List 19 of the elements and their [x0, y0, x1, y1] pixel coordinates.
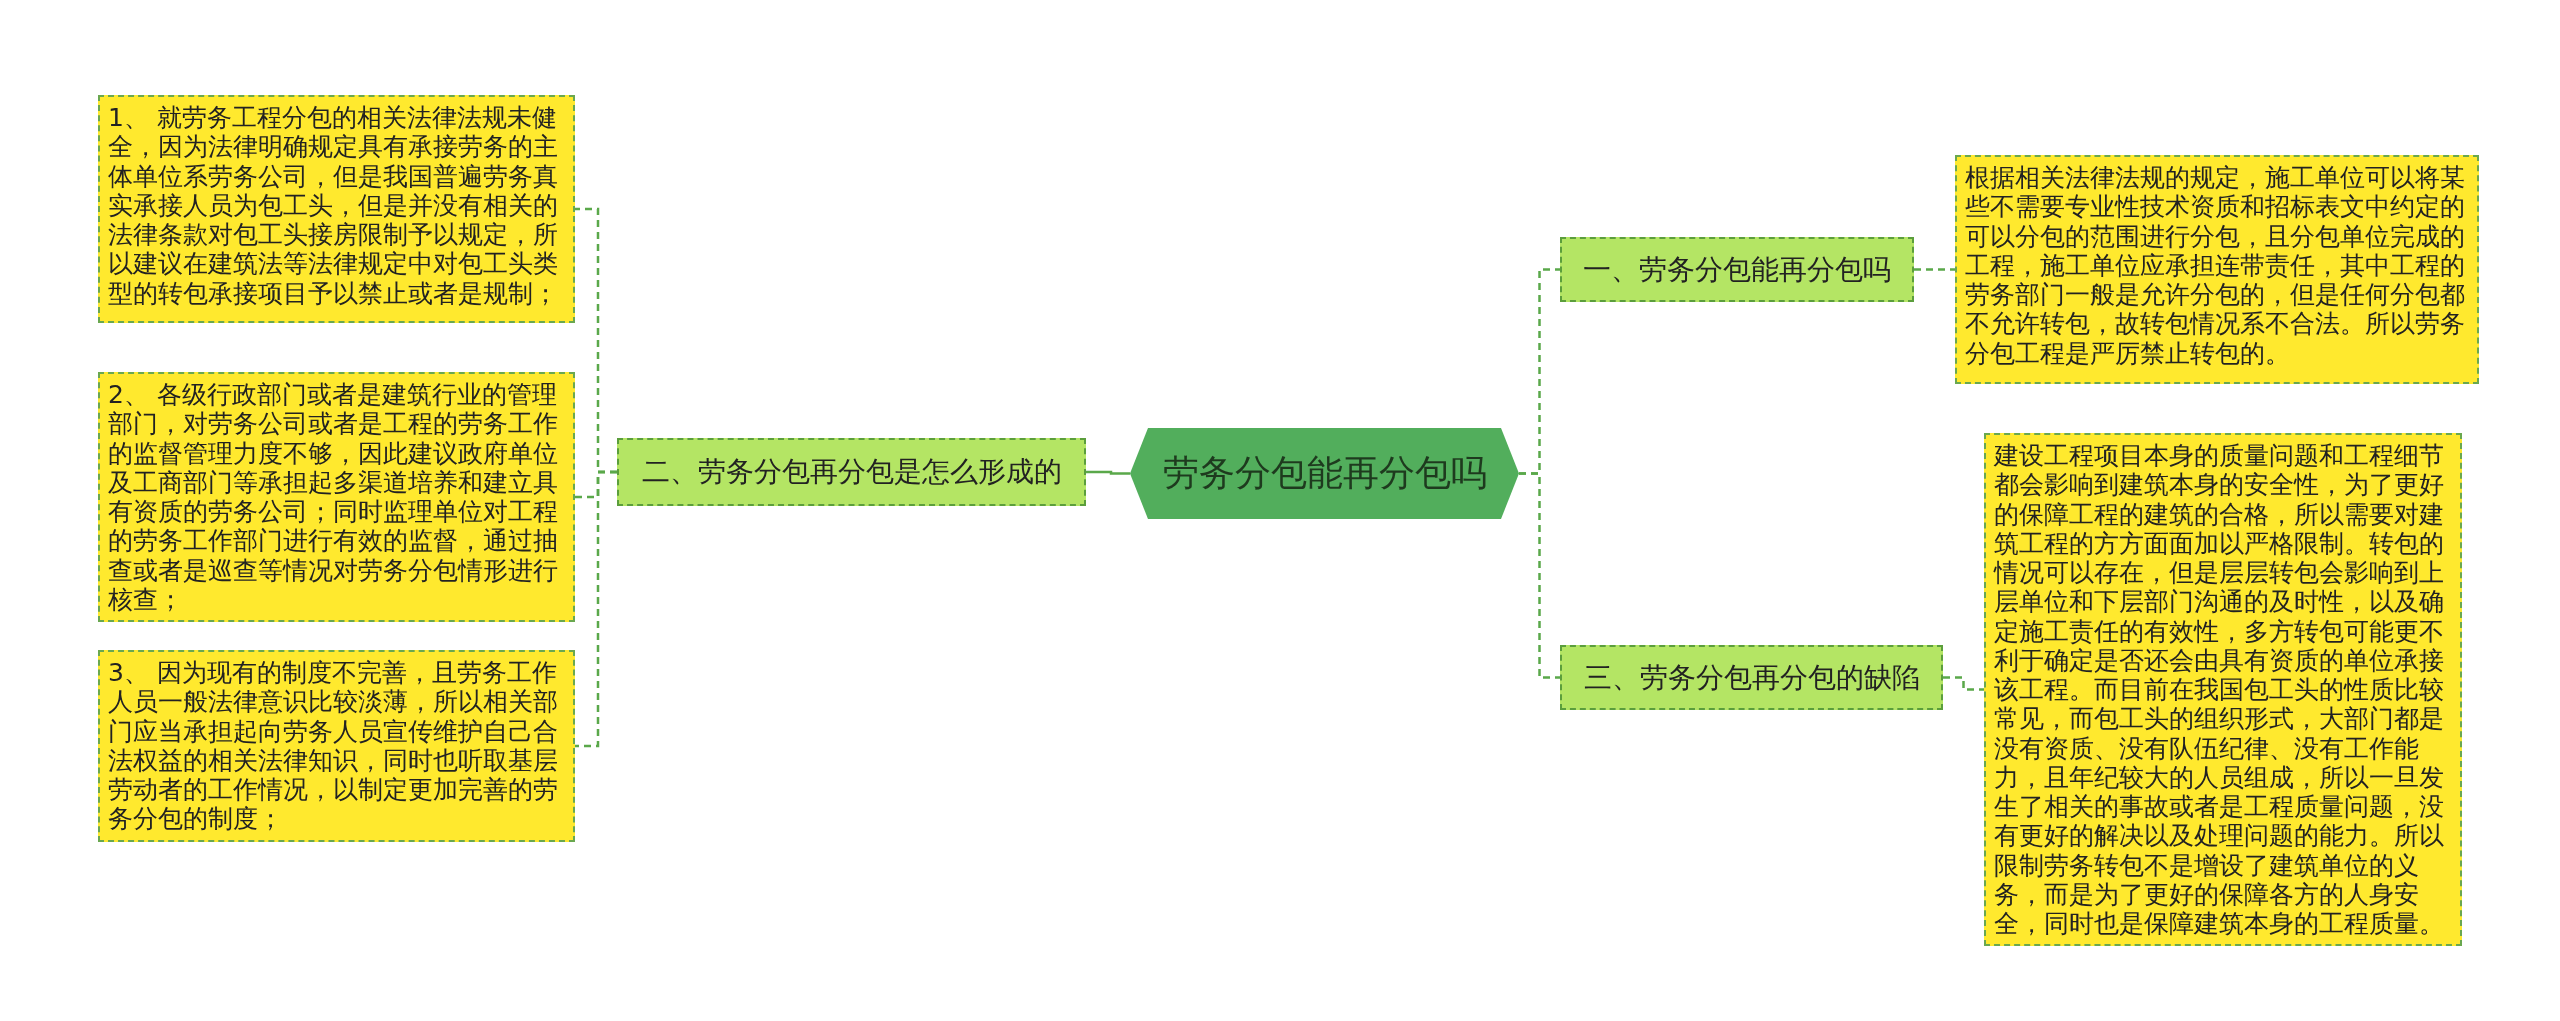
branch-label: 一、劳务分包能再分包吗: [1583, 251, 1891, 288]
branch-box: [617, 438, 1086, 506]
topic-text: 劳务分包能再分包吗: [1162, 451, 1487, 495]
branch-box: [1560, 237, 1914, 302]
branch-box: [1560, 645, 1943, 710]
connector-line: [1519, 472, 1560, 679]
note-text: 1、 就劳务工程分包的相关法律法规未健全，因为法律明确规定具有承接劳务的主体单位系劳务公司，但是我国普遍劳务真实承接人员为包工头，但是并没有相关的法律条款对包工头接房限制予以规定，所以建议在建筑法等法律规定中对包工头类型的转包承接项目予以禁止或者是规制；: [108, 103, 558, 308]
connector-line: [1086, 470, 1130, 475]
connector-line: [1914, 268, 1955, 271]
topic-hexagon: [1130, 428, 1519, 519]
connector-line: [575, 470, 617, 748]
branch-label: 三、劳务分包再分包的缺陷: [1583, 659, 1920, 696]
note-text: 建设工程项目本身的质量问题和工程细节都会影响到建筑本身的安全性，为了更好的保障工程的建筑的合格，所以需要对建筑工程的方方面面加以严格限制。转包的情况可以存在，但是层层转包会影响到上层单位和下层部门沟通的及时性，以及确定施工责任的有效性，多方转包可能更不利于确定是否还会由具有资质的单位承接该工程。而目前在我国包工头的性质比较常见，而包工头的组织形式，大部门都是没有资质、没有队伍纪律、没有工作能力，且年纪较大的人员组成，所以一旦发生了相关的事故或者是工程质量问题，没有更好的解决以及处理问题的能力。所以限制劳务转包不是增设了建筑单位的义务，而是为了更好的保障各方的人身安全，同时也是保障建筑本身的工程质量。: [1994, 441, 2444, 938]
branch-label: 二、劳务分包再分包是怎么形成的: [641, 454, 1062, 490]
note-box: [98, 95, 575, 323]
note-text: 3、 因为现有的制度不完善，且劳务工作人员一般法律意识比较淡薄，所以相关部门应当承担起向劳务人员宣传维护自己合法权益的相关法律知识，同时也听取基层劳动者的工作情况，以制定更加完善的劳务分包的制度；: [108, 658, 558, 834]
connector-line: [1943, 676, 1984, 691]
note-text: 根据相关法律法规的规定，施工单位可以将某些不需要专业性技术资质和招标表文中约定的可以分包的范围进行分包，且分包单位完成的工程，施工单位应承担连带责任，其中工程的劳务部门一般是允许分包的，但是任何分包都不允许转包，故转包情况系不合法。所以劳务分包工程是严厉禁止转包的。: [1965, 163, 2465, 368]
note-text: 2、 各级行政部门或者是建筑行业的管理部门，对劳务公司或者是工程的劳务工作的监督管理力度不够，因此建议政府单位及工商部门等承担起多渠道培养和建立具有资质的劳务公司；同时监理单位对工程的劳务工作部门进行有效的监督，通过抽查或者是巡查等情况对劳务分包情形进行核查；: [108, 380, 558, 614]
